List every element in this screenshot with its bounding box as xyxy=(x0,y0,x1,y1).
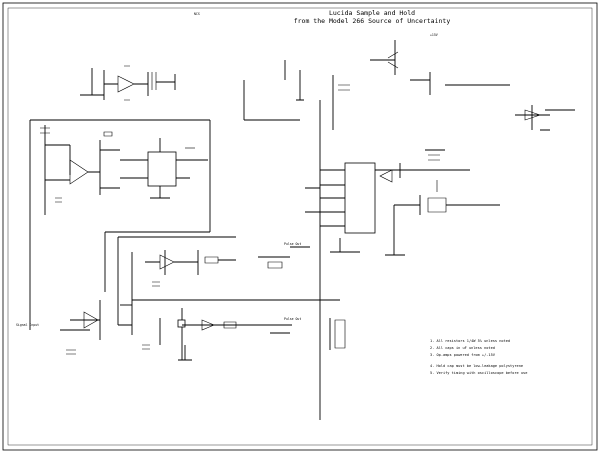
main-vertical-bus xyxy=(243,75,334,420)
left-bus-lines xyxy=(29,119,236,335)
input-buffer-stage xyxy=(40,125,120,215)
schematic-subtitle: from the Model 266 Source of Uncertainty xyxy=(294,17,451,25)
note-line: 3. Op-amps powered from +/-15V xyxy=(430,353,496,357)
output-load xyxy=(334,319,346,349)
sample-hold-ic xyxy=(305,162,401,253)
sheet-ref-label: NCS xyxy=(194,12,200,16)
note-line: 5. Verify timing with oscilloscope befor… xyxy=(430,371,527,375)
note-line: 4. Hold cap must be low-leakage polystyr… xyxy=(430,364,523,368)
pulse-out-label-bottom: Pulse Out xyxy=(284,317,301,321)
right-output-network xyxy=(385,149,500,256)
signal-input-label: Signal Input xyxy=(16,323,39,327)
sheet-inner-border xyxy=(7,7,593,446)
supply-corner-label: +15V xyxy=(430,33,438,37)
notes-block: 1. All resistors 1/4W 5% unless noted 2.… xyxy=(430,339,527,375)
sample-stage xyxy=(145,246,310,287)
comparator-ic xyxy=(120,138,208,199)
right-bias-circuit xyxy=(515,105,575,131)
note-line: 2. All caps in uF unless noted xyxy=(430,346,495,350)
timing-network-top xyxy=(284,40,510,101)
lower-left-stage xyxy=(60,300,132,355)
pulse-out-label-top: Pulse Out xyxy=(284,242,301,246)
output-stage-lower xyxy=(142,308,292,361)
upper-left-stage xyxy=(80,65,176,101)
schematic-title: Lucida Sample and Hold xyxy=(329,9,415,17)
note-line: 1. All resistors 1/4W 5% unless noted xyxy=(430,339,510,343)
